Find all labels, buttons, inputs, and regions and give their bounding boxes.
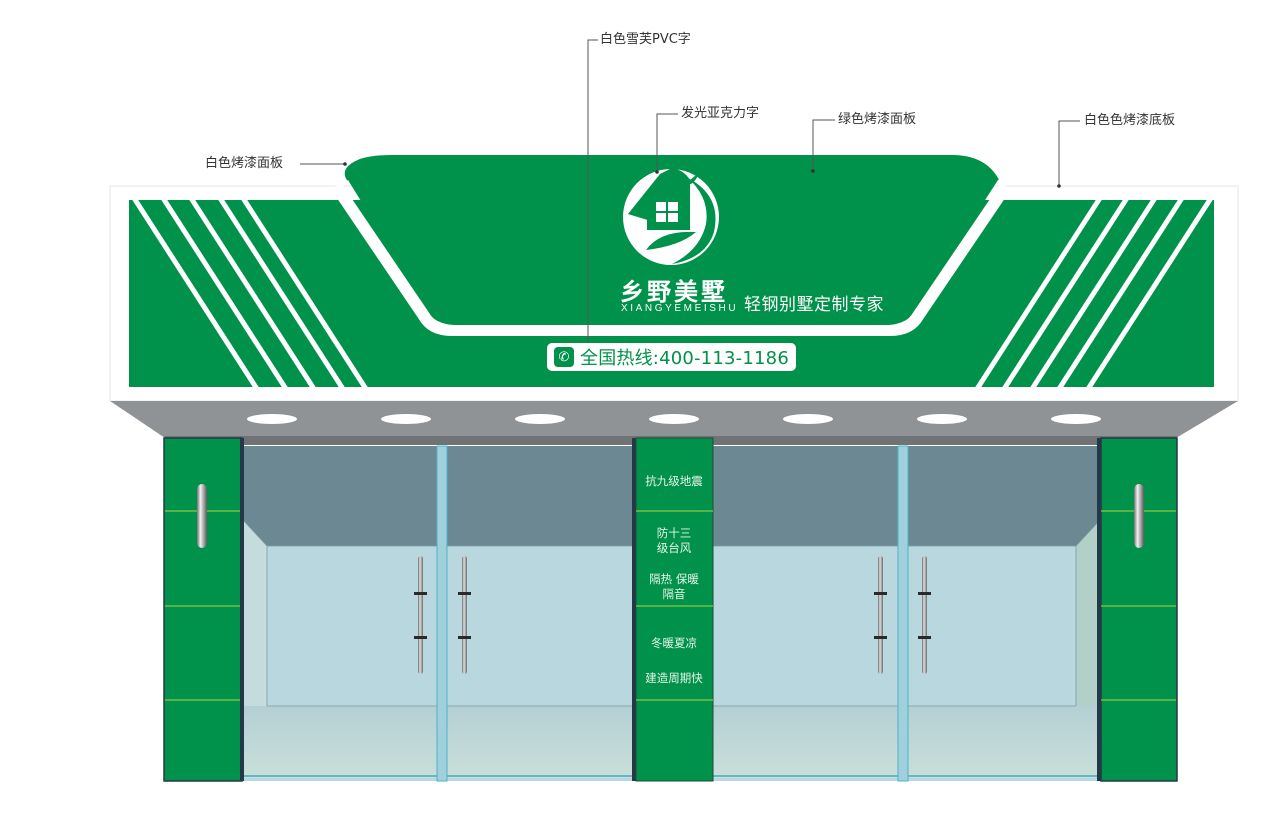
- leader-dots: [343, 162, 1061, 188]
- door-handles-right: [874, 556, 931, 674]
- callout-white-snow-pvc: 白色雪芙PVC字: [600, 32, 691, 47]
- brand-name-en: XIANGYEMEISHU: [621, 303, 739, 314]
- center-pillar: [632, 437, 714, 782]
- callout-white-paint-panel: 白色烤漆面板: [205, 156, 284, 171]
- callout-luminous-acrylic: 发光亚克力字: [681, 106, 760, 121]
- left-diagonal-stripes: [132, 200, 368, 387]
- leader-white-paint-base: [1058, 120, 1080, 186]
- feature-fast-build: 建造周期快: [645, 671, 703, 685]
- callout-leaders: [300, 39, 1080, 355]
- spotlights: [247, 414, 1101, 424]
- hotline-badge: ✆ 全国热线:400-113-1186: [547, 343, 796, 371]
- door-handles-left: [414, 556, 471, 674]
- right-pillar: [1097, 437, 1178, 782]
- spotlight: [515, 414, 565, 424]
- right-diagonal-stripes: [975, 200, 1213, 387]
- pillar-handle: [197, 484, 207, 548]
- left-glass-bay: [242, 445, 635, 782]
- phone-icon: ✆: [554, 347, 574, 367]
- hotline-text: 全国热线:400-113-1186: [580, 348, 789, 369]
- left-pillar: [163, 437, 244, 782]
- callout-white-paint-base: 白色色烤漆底板: [1084, 113, 1176, 128]
- house-leaf-logo-icon: [623, 168, 719, 265]
- feature-insulation: 隔热 保暖 隔音: [649, 572, 699, 601]
- feature-typhoon: 防十三 级台风: [656, 526, 692, 555]
- callout-green-paint-panel: 绿色烤漆面板: [838, 112, 917, 127]
- brand-name-cn: 乡野美墅: [620, 277, 728, 306]
- pillar-handle: [1134, 484, 1144, 548]
- leader-luminous-acrylic: [656, 113, 678, 172]
- spotlight: [381, 414, 431, 424]
- slogan: 轻钢别墅定制专家: [744, 295, 884, 315]
- spotlight: [649, 414, 699, 424]
- right-glass-bay: [713, 445, 1101, 782]
- spotlight: [1051, 414, 1101, 424]
- leader-white-snow-pvc: [587, 39, 598, 355]
- spotlight: [783, 414, 833, 424]
- leader-green-paint-panel: [812, 119, 835, 171]
- feature-earthquake: 抗九级地震: [645, 474, 703, 488]
- spotlight: [247, 414, 297, 424]
- spotlight: [917, 414, 967, 424]
- feature-climate: 冬暖夏凉: [651, 636, 697, 650]
